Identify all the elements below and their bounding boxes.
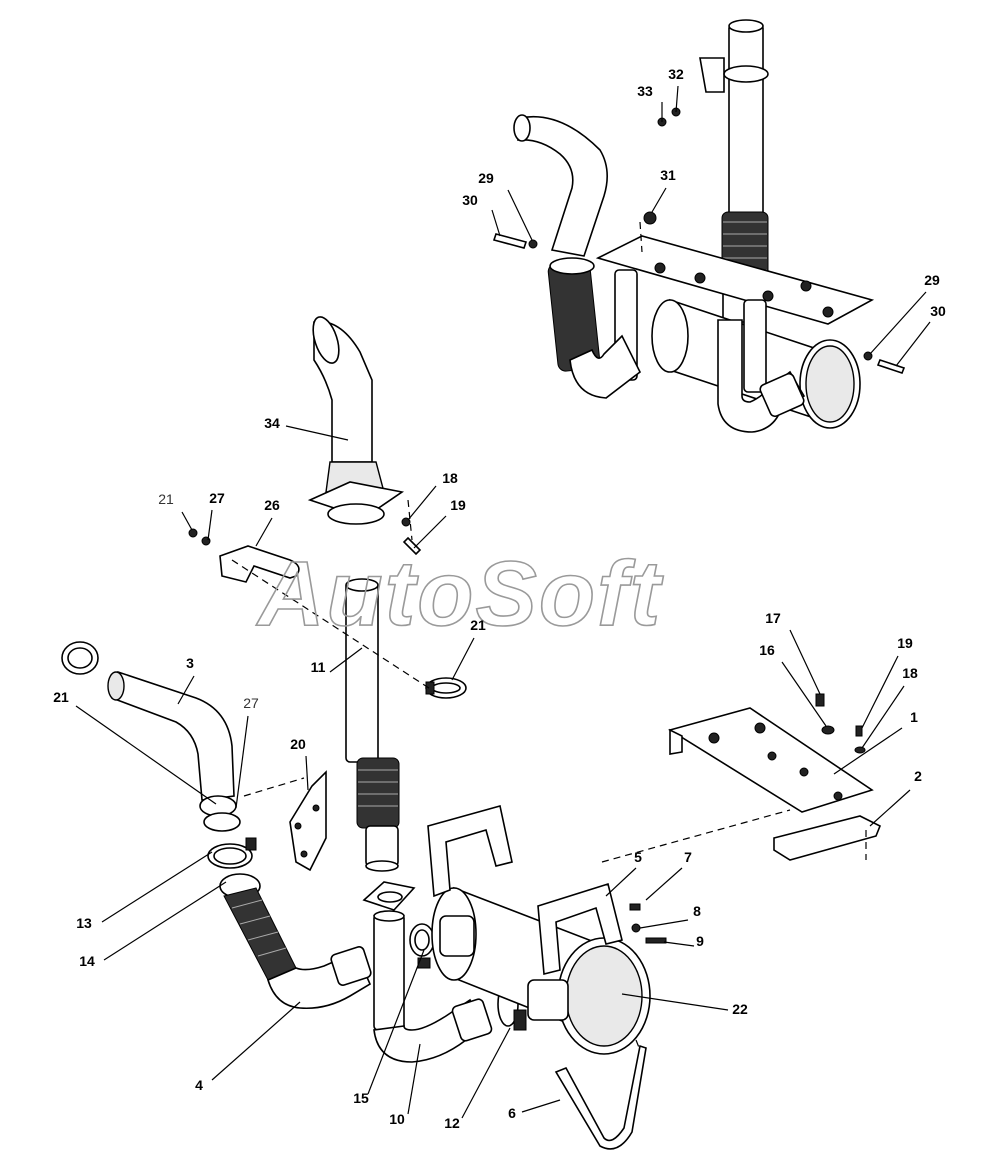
leader-lines (75, 85, 931, 1119)
callout-c1: 1 (910, 709, 918, 725)
callout-c30a: 30 (462, 192, 478, 208)
callout-c30b: 30 (930, 303, 946, 319)
callout-c16: 16 (759, 642, 775, 658)
callout-c27b: 27 (243, 695, 259, 711)
part-20-bracket (289, 770, 327, 872)
callout-c29a: 29 (478, 170, 494, 186)
callout-c27a: 27 (209, 490, 225, 506)
callout-c19a: 19 (450, 497, 466, 513)
callout-c31: 31 (660, 167, 676, 183)
callout-c19b: 19 (897, 635, 913, 651)
callout-c5: 5 (634, 849, 642, 865)
part-3-elbow-hose (61, 641, 241, 832)
part-22-muffler (431, 886, 651, 1055)
callout-c4: 4 (195, 1077, 203, 1093)
fasteners (188, 517, 866, 944)
assembled-stack-pipe (699, 19, 769, 323)
callout-c22: 22 (732, 1001, 748, 1017)
callout-c29b: 29 (924, 272, 940, 288)
alignment-dashes (231, 221, 867, 1051)
part-4-flex-elbow (223, 887, 372, 1010)
callout-c11: 11 (311, 659, 326, 675)
callout-c34: 34 (264, 415, 280, 431)
callout-c33: 33 (637, 83, 653, 99)
watermark-text: AutoSoft (256, 543, 664, 645)
part-11-tail-pipe (345, 578, 400, 872)
part-13-clamp (207, 837, 257, 869)
callout-c8: 8 (693, 903, 701, 919)
callout-c3: 3 (186, 655, 194, 671)
callout-c21b: 21 (470, 617, 486, 633)
assembled-view (492, 19, 906, 433)
part-2-rail (773, 815, 882, 861)
part-6-strap (554, 1044, 647, 1150)
callout-c9: 9 (696, 933, 704, 949)
callout-c21a: 21 (158, 491, 174, 507)
callout-c2: 2 (914, 768, 922, 784)
part-21-clamp-center (425, 677, 467, 699)
callout-c20: 20 (290, 736, 306, 752)
callout-c18a: 18 (442, 470, 458, 486)
part-1-mount-plate (668, 707, 874, 813)
callout-c13: 13 (76, 915, 92, 931)
callout-c18b: 18 (902, 665, 918, 681)
part-26-bracket (219, 545, 300, 583)
assembled-elbow-hose (513, 114, 642, 399)
callout-c32: 32 (668, 66, 684, 82)
callout-c17: 17 (765, 610, 781, 626)
callout-c15: 15 (353, 1090, 369, 1106)
callout-c10: 10 (389, 1111, 405, 1127)
part-34-stack-elbow (307, 316, 405, 525)
callout-c26: 26 (264, 497, 280, 513)
callout-c14: 14 (79, 953, 95, 969)
callout-c21c: 21 (53, 689, 69, 705)
callout-c6: 6 (508, 1105, 516, 1121)
callout-c12: 12 (444, 1115, 460, 1131)
part-5-muffler-bracket (427, 805, 623, 976)
part-10-u-pipe (373, 910, 493, 1063)
part-15-clamp (409, 923, 435, 969)
callout-c7: 7 (684, 849, 692, 865)
